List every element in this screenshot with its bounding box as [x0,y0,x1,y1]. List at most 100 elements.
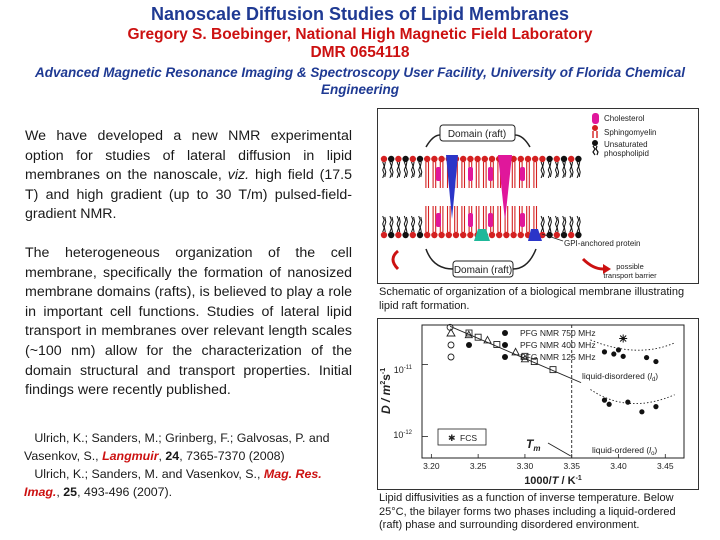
lipid-tail-bottom [511,206,516,232]
lipid-tail-top [554,161,560,179]
lipid-tail-top [526,162,530,188]
gpi-label: GPI-anchored protein [564,239,641,248]
lipid-tail-bottom [576,215,581,233]
data-point-dot [653,358,659,365]
lipid-head-top [467,155,474,163]
lipid-tail-bottom [389,215,394,233]
lipid-tail-bottom [540,215,545,233]
lipid-tail-bottom [461,206,466,232]
figure1-caption: Schematic of organization of a biologica… [379,286,685,312]
cholesterol-molecule [468,167,473,181]
lipid-head-bottom [539,231,546,239]
ordered-boundary [590,389,675,404]
chart-legend [446,328,508,361]
lipid-tail-top [410,161,416,179]
y-axis-label: D / m2s-1 [379,368,393,414]
legend-unsaturated: Unsaturated [604,140,648,149]
legend-cholesterol: Cholesterol [604,114,645,123]
lipid-tail-top [396,161,401,179]
lipid-tail-bottom [533,206,538,232]
fcs-label: FCS [460,433,477,443]
lipid-head-top [380,155,388,163]
lipid-tail-top [533,162,538,188]
data-point-asterisk [619,334,628,343]
data-point-triangle [483,335,492,344]
grant-number: DMR 0654118 [310,44,410,61]
lipid-head-bottom [445,231,452,239]
legend-dot-marker-4 [502,354,508,360]
lipid-tail-top [461,162,466,188]
reference-2-journal: Mag. Res. Imag. [24,467,322,499]
lipid-head-bottom [560,231,568,239]
disordered-boundary [590,339,675,351]
lipid-head-top [517,155,524,163]
plot-area [421,324,685,459]
liquid-ordered-label: liquid-ordered (lo) [592,445,657,457]
lipid-tail-bottom [396,215,401,233]
data-point-dot [625,399,631,405]
cholesterol-molecule [468,213,473,227]
lipid-tail-top [432,162,437,188]
cholesterol-molecule [488,167,493,181]
lipid-head-top [460,155,467,163]
lipid-tail-bottom [554,215,560,233]
lipid-head-top [546,155,553,163]
intro-paragraph: We have developed a new NMR experimental… [25,127,352,225]
lipid-head-bottom [575,231,582,239]
lipid-head-bottom [402,231,409,239]
reference-1-volume: 24 [165,449,180,463]
lipid-tail-top [562,161,567,179]
diffusivity-chart: PFG NMR 750 MHz PFG NMR 400 MHz PFG NMR … [379,323,685,487]
data-point-dot [611,351,617,357]
reference-1-journal: Langmuir [102,449,159,463]
lipid-tail-bottom [410,215,416,233]
legend-dot-marker-2 [466,342,472,348]
raft-domain-top-marker [425,124,531,148]
lipid-head-bottom [438,231,445,239]
lipid-tail-top [511,162,516,188]
lipid-tail-top [382,161,387,179]
data-point-triangle [464,330,474,339]
unsaturated-phospholipid-icon [592,140,599,156]
raft-label-top: Domain (raft) [448,129,506,140]
x-tick-label: 3.45 [657,461,674,471]
data-point-square [474,333,482,341]
legend-circle-marker [447,341,455,349]
x-tick-label: 3.40 [610,461,627,471]
lipid-tail-bottom [569,215,574,233]
lipid-head-bottom [496,231,503,239]
legend-sphingomyelin: Sphingomyelin [604,128,656,137]
gpi-pointer [541,233,564,242]
lipid-head-top [388,155,395,163]
lipid-tail-top [418,161,423,179]
lipid-head-top [402,155,409,163]
data-point-square [530,358,538,366]
data-point-dot [643,354,650,361]
lipid-head-top [488,155,496,163]
lipid-tail-top [482,162,487,188]
lipid-head-bottom [568,231,575,239]
lipid-tail-top [569,161,574,179]
lipid-head-bottom [510,231,517,239]
lipid-bilayer [380,155,582,239]
liquid-disordered-label: liquid-disordered (ld) [582,371,658,383]
x-tick-label: 3.25 [470,461,487,471]
reference-2-pages: , 493-496 (2007). [77,485,173,499]
lipid-head-top [524,155,532,163]
legend-circle-marker-2 [447,353,455,361]
lipid-head-bottom [460,231,467,239]
lipid-head-top [424,155,431,163]
gpi-anchored-protein-icon [474,229,542,241]
cholesterol-molecule [520,167,525,181]
lipid-tail-top [403,161,408,179]
sphingomyelin-icon [592,125,598,138]
cholesterol-molecule [436,167,441,181]
lipid-head-bottom [388,231,395,239]
facility-line: Advanced Magnetic Resonance Imaging & Sp… [35,65,685,97]
lipid-head-bottom [416,231,424,239]
lipid-head-bottom [395,231,402,239]
reference-1-authors: Ulrich, K.; Sanders, M.; Grinberg, F.; G… [24,431,330,463]
membrane-schematic: Domain (raft) Domain (raft) Cholesterol … [380,113,657,280]
data-point-dot [653,403,659,410]
lipid-tail-bottom [482,206,487,232]
